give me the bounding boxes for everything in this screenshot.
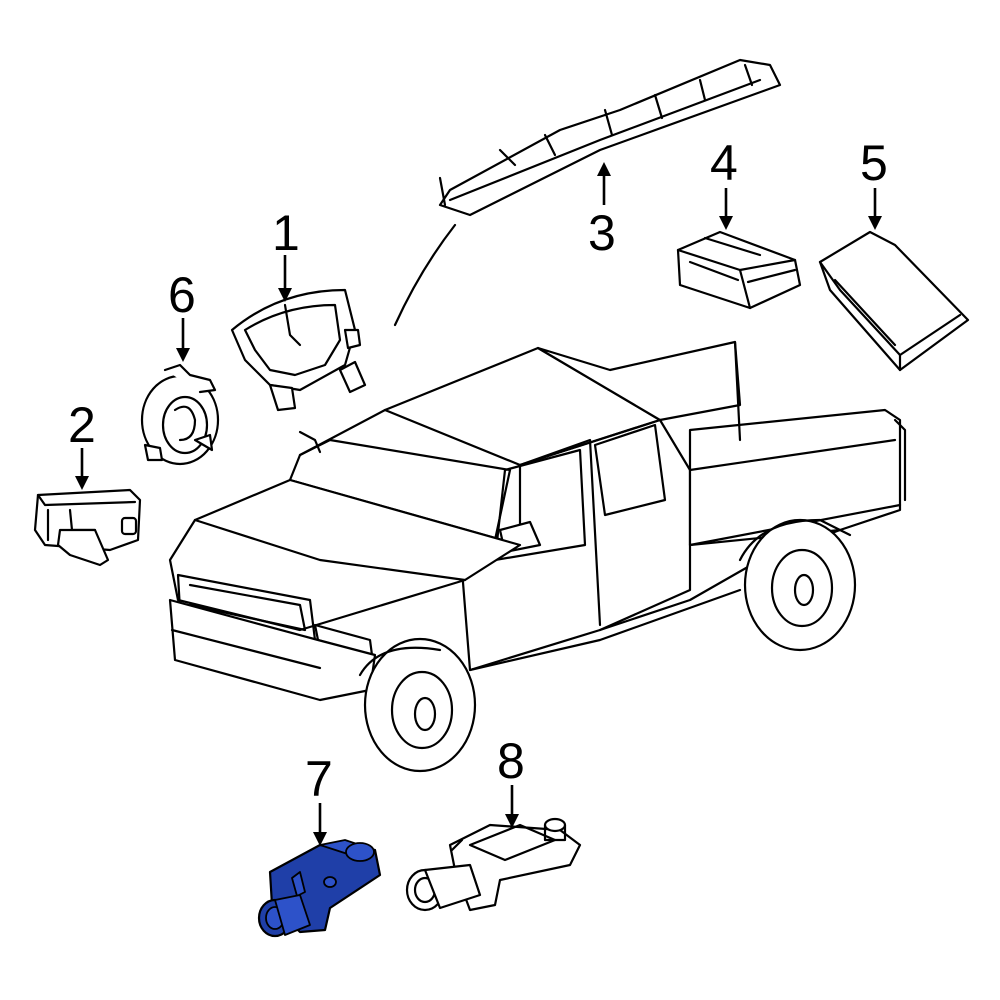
arrow-5 bbox=[868, 188, 882, 230]
part-6-clockspring bbox=[140, 363, 220, 466]
callout-arrows bbox=[75, 162, 882, 846]
callout-5: 5 bbox=[860, 135, 888, 191]
part-8-sensor bbox=[405, 817, 582, 912]
callout-1: 1 bbox=[272, 205, 300, 261]
callout-2: 2 bbox=[68, 397, 96, 453]
arrow-2 bbox=[75, 448, 89, 490]
truck-illustration bbox=[168, 340, 907, 773]
callout-3: 3 bbox=[588, 205, 616, 261]
part-5-knee-airbag bbox=[818, 230, 970, 372]
part-2-passenger-airbag bbox=[33, 488, 142, 567]
callout-8: 8 bbox=[497, 733, 525, 789]
arrow-3 bbox=[597, 162, 611, 205]
arrow-1 bbox=[278, 255, 292, 302]
arrow-6 bbox=[176, 318, 190, 362]
part-7-impact-sensor bbox=[257, 839, 382, 938]
arrow-7 bbox=[313, 803, 327, 846]
part-3-curtain-airbag bbox=[393, 58, 782, 327]
callout-7: 7 bbox=[305, 751, 333, 807]
arrow-4 bbox=[719, 188, 733, 230]
part-1-driver-airbag bbox=[230, 288, 367, 412]
callout-4: 4 bbox=[710, 135, 738, 191]
arrow-8 bbox=[505, 785, 519, 828]
callout-6: 6 bbox=[168, 267, 196, 323]
part-4-control-module bbox=[676, 230, 802, 310]
